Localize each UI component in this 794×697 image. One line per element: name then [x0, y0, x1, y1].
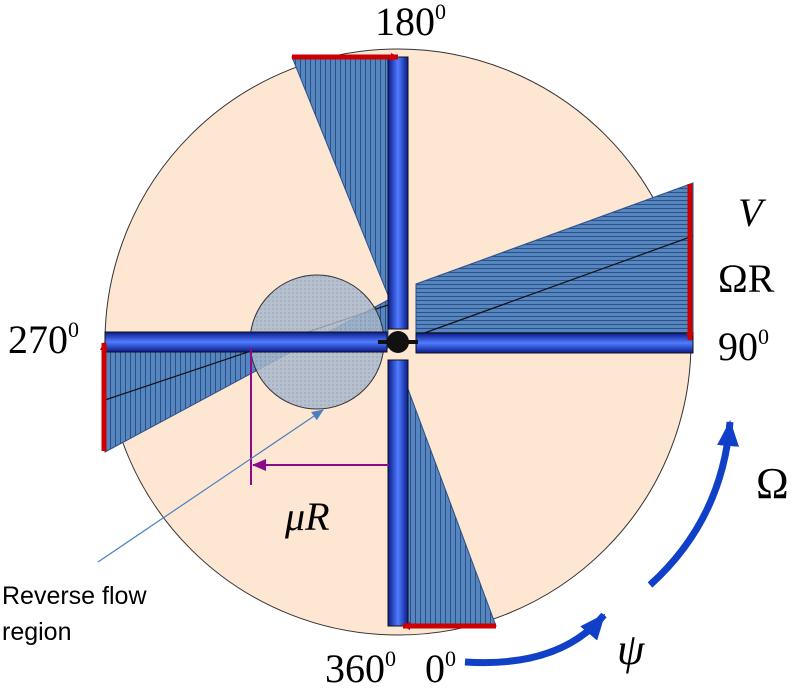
rotation-rate-label: Ω: [756, 459, 789, 508]
blade-90: [415, 332, 694, 354]
blade-0: [387, 359, 409, 627]
azimuth-label-90: 900: [718, 324, 769, 369]
azimuth-label-360: 3600: [325, 646, 396, 691]
rotation-arrow-right: [647, 420, 740, 588]
azimuth-label-180: 1800: [375, 0, 446, 44]
advance-distance-label: μR: [284, 494, 330, 539]
reverse-flow-pointer: [97, 409, 324, 563]
blade-270: [104, 331, 388, 353]
velocity-profile-right-baseline: [415, 235, 694, 337]
azimuth-symbol: ψ: [617, 625, 645, 674]
reverse-flow-caption-line1: Reverse flow: [2, 582, 147, 610]
free-stream-velocity-label: V: [738, 190, 767, 235]
azimuth-label-0: 00: [425, 646, 456, 691]
reverse-flow-caption-line2: region: [2, 618, 72, 646]
rotation-arrow-bottom: [464, 612, 607, 667]
blade-180: [387, 56, 409, 330]
rotor-hub: [387, 331, 409, 353]
azimuth-label-270: 2700: [8, 317, 79, 362]
tip-speed-label: ΩR: [718, 256, 775, 301]
